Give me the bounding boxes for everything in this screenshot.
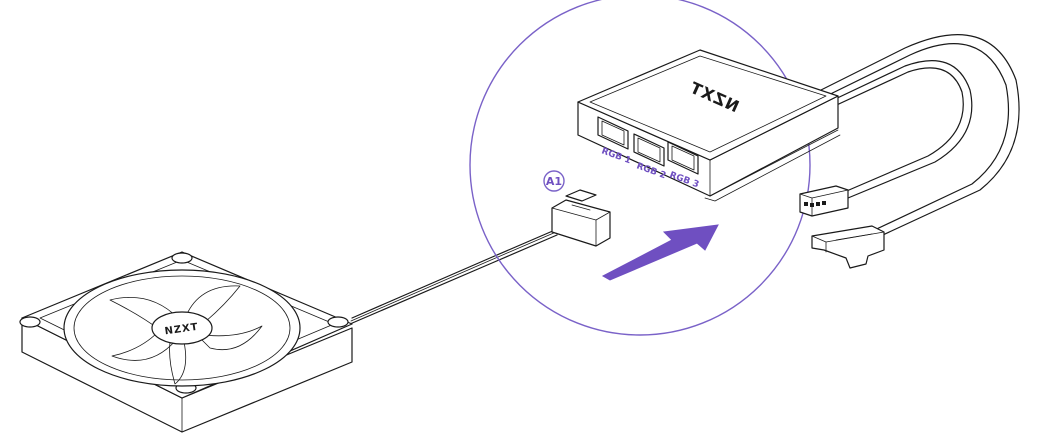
- arrow-icon: [601, 224, 719, 281]
- zoom-circle: [469, 0, 811, 336]
- fan: NZXT: [19, 251, 353, 433]
- molex-connector: [799, 185, 849, 217]
- connector-icon: [551, 189, 611, 247]
- sata-power-connector: [811, 225, 885, 269]
- rgb-port-2: [633, 133, 665, 167]
- fan-icon: [109, 285, 263, 385]
- fan-logo: NZXT: [164, 322, 199, 338]
- rgb-port-1: [597, 116, 629, 150]
- fan-cable: [349, 229, 558, 325]
- controller-cable-loop: [804, 34, 1020, 241]
- rgb-controller: NZXT RGB 1 RGB 2 RGB 3: [577, 49, 841, 202]
- callout-label: A1: [546, 175, 562, 188]
- callout-a1: A1: [543, 170, 565, 192]
- rgb-port-3: [667, 141, 699, 175]
